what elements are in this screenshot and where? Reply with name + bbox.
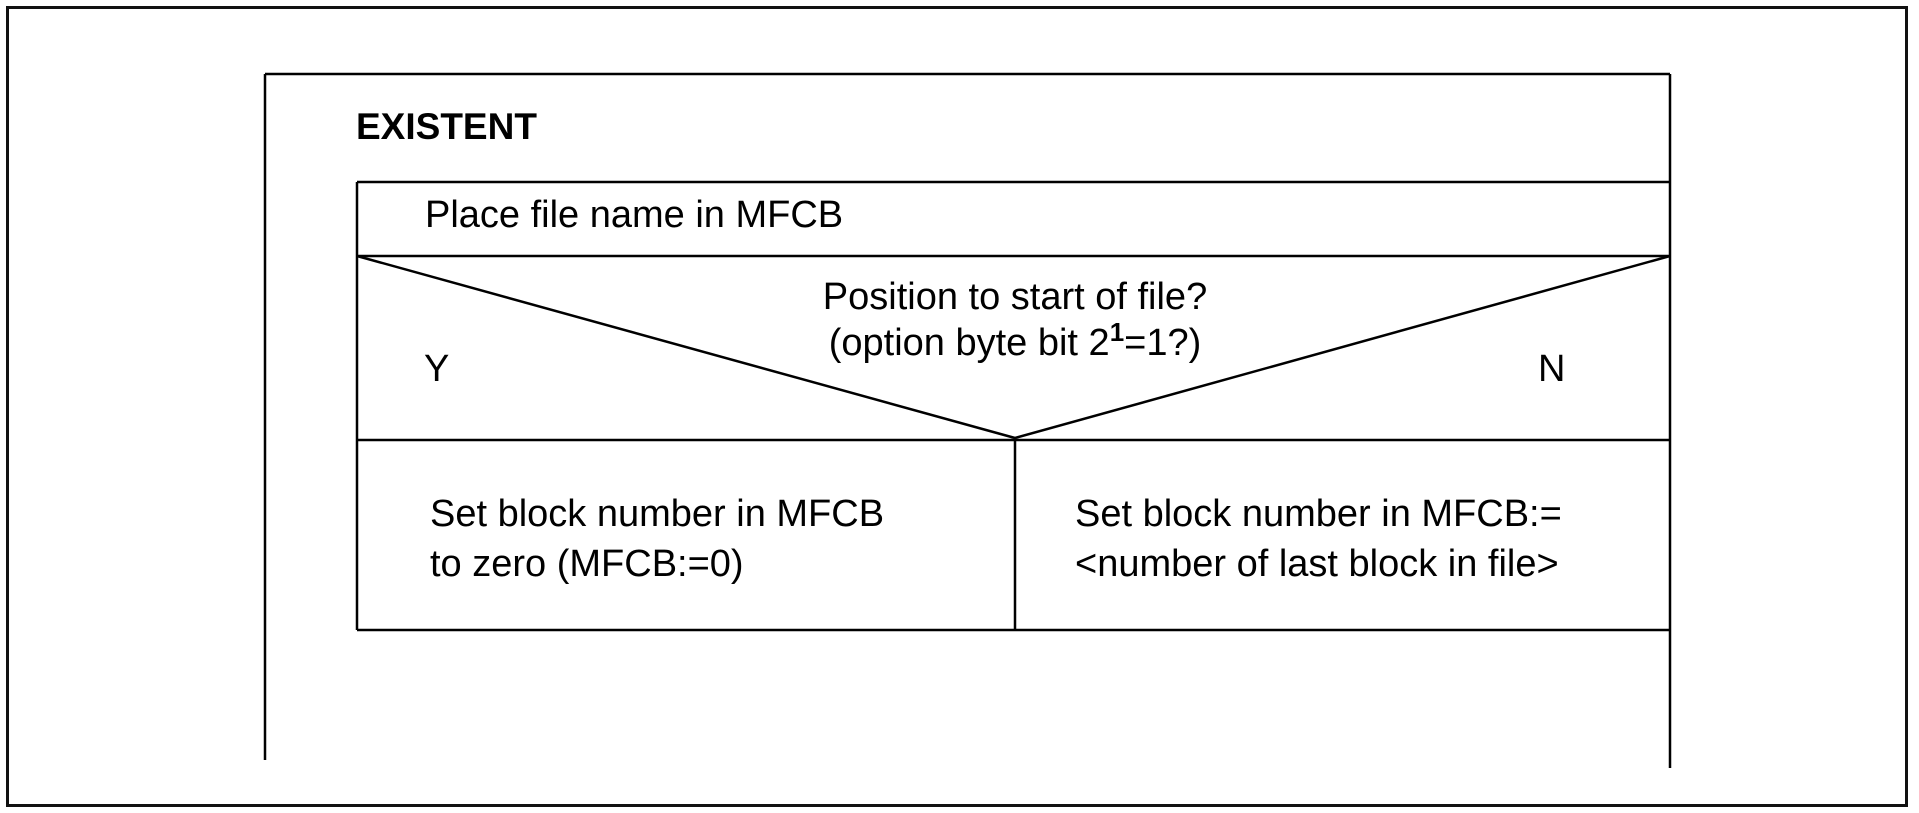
no-label: N (1538, 348, 1566, 390)
condition-line-1: Position to start of file? (822, 276, 1208, 318)
condition-superscript: 1 (1109, 317, 1125, 347)
no-branch-line-2: <number of last block in file> (1075, 543, 1559, 585)
condition-left-diagonal (356, 254, 1016, 440)
condition-line-2: (option byte bit 21=1?) (0, 317, 1919, 366)
diagram-title: EXISTENT (356, 106, 537, 147)
outer-frame (6, 6, 1908, 807)
no-branch-line-1: Set block number in MFCB:= (1075, 493, 1562, 535)
action-text: Place file name in MFCB (425, 194, 844, 236)
yes-label: Y (424, 348, 450, 390)
yes-branch-line-1: Set block number in MFCB (430, 493, 885, 535)
condition-right-diagonal (1014, 254, 1671, 440)
condition-line-2-suffix: =1?) (1124, 322, 1202, 364)
condition-line-2-prefix: (option byte bit 2 (828, 322, 1110, 364)
yes-branch-line-2: to zero (MFCB:=0) (430, 543, 744, 585)
